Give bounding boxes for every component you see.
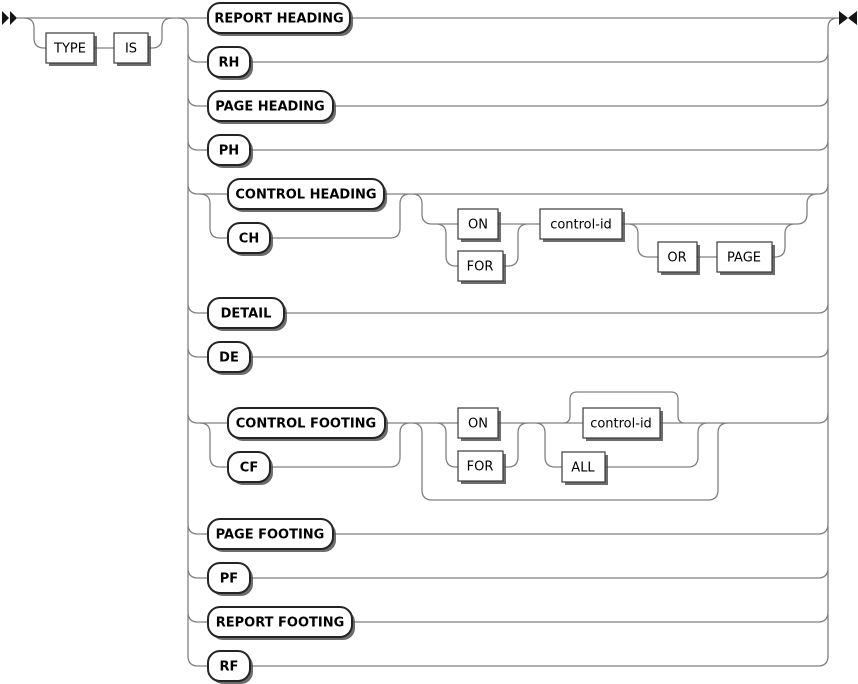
right-rail [250,17,841,667]
node-detail: DETAIL [207,297,287,331]
node-is-label: IS [125,42,137,57]
node-page-footing-label: PAGE FOOTING [216,528,325,543]
node-or: OR [657,241,700,275]
node-on-1: ON [457,208,501,242]
node-all: ALL [561,451,608,485]
node-pf: PF [207,562,253,596]
left-rail [177,17,228,667]
connector-lines [17,17,841,667]
node-control-id-1: control-id [539,208,625,242]
node-rh: RH [207,46,253,80]
node-type: TYPE [45,32,97,66]
node-is: IS [113,32,151,66]
node-de: DE [207,341,253,375]
node-control-id-2-label: control-id [590,417,652,432]
node-ph-label: PH [219,144,239,159]
node-ph: PH [207,134,253,168]
node-type-label: TYPE [53,42,86,57]
node-control-footing: CONTROL FOOTING [227,407,388,441]
node-ch-label: CH [239,232,259,247]
node-control-heading: CONTROL HEADING [227,178,387,212]
node-rh-label: RH [219,56,240,71]
node-report-footing: REPORT FOOTING [207,606,355,640]
node-for-1: FOR [457,250,506,284]
node-for-1-label: FOR [467,260,494,275]
node-report-heading-label: REPORT HEADING [214,12,343,27]
node-on-2-label: ON [468,417,488,432]
control-footing-group-lines [199,391,829,501]
node-pf-label: PF [220,572,238,587]
node-ch: CH [227,222,273,256]
node-on-2: ON [457,407,501,441]
node-control-heading-label: CONTROL HEADING [235,188,376,203]
node-page-label: PAGE [727,251,761,266]
node-de-label: DE [219,351,239,366]
end-arrows-icon [839,11,857,25]
node-or-label: OR [667,251,686,266]
node-detail-label: DETAIL [221,307,272,322]
node-cf-label: CF [240,461,258,476]
node-for-2-label: FOR [467,460,494,475]
node-page-heading-label: PAGE HEADING [215,100,324,115]
node-page: PAGE [716,241,775,275]
node-control-id-1-label: control-id [550,218,612,233]
node-rf: RF [207,650,253,684]
node-page-footing: PAGE FOOTING [207,518,336,552]
node-page-heading: PAGE HEADING [207,90,336,124]
node-report-footing-label: REPORT FOOTING [216,616,345,631]
node-cf: CF [227,451,273,485]
node-on-1-label: ON [468,218,488,233]
node-all-label: ALL [571,461,595,476]
node-control-id-2: control-id [582,407,663,441]
control-heading-group-lines [199,183,829,267]
node-report-heading: REPORT HEADING [207,2,353,36]
node-for-2: FOR [457,450,506,484]
node-rf-label: RF [220,660,239,675]
start-arrows-icon [2,11,17,25]
node-control-footing-label: CONTROL FOOTING [236,417,376,432]
type-is-branch-line [23,17,173,49]
